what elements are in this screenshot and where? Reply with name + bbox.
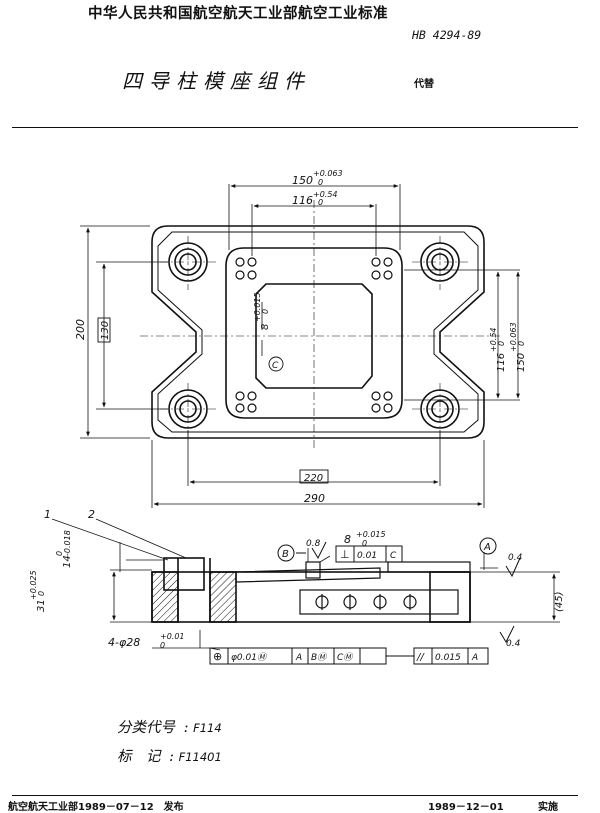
dim-116-right: 116 bbox=[496, 353, 507, 372]
section-view bbox=[51, 518, 560, 665]
dim-200: 200 bbox=[74, 319, 87, 340]
issue-date: 航空航天工业部1989－07－12 发布 bbox=[8, 802, 184, 813]
corner-screw-holes bbox=[235, 257, 393, 413]
header-rule bbox=[12, 127, 578, 128]
dim-14-tol: 0 bbox=[55, 551, 64, 556]
standard-number: HB 4294-89 bbox=[412, 28, 482, 42]
section-right-top bbox=[387, 561, 471, 573]
mark-row: 标 记 : F11401 bbox=[117, 749, 222, 765]
dim-220: 220 bbox=[304, 473, 323, 484]
footer-rule bbox=[12, 795, 578, 796]
roughness-symbol-04-top bbox=[505, 557, 521, 578]
part-label-2: 2 bbox=[88, 508, 95, 521]
parallel-symbol: // bbox=[416, 652, 425, 663]
dim-8-section-tol0: 0 bbox=[362, 539, 367, 548]
effective-date: 1989－12－01 bbox=[428, 802, 504, 813]
roughness-symbol-04-bottom bbox=[499, 625, 515, 644]
dim-150-right: 150 bbox=[516, 353, 527, 372]
replaces-label: 代替 bbox=[414, 79, 434, 90]
class-code-value: F114 bbox=[193, 721, 222, 735]
datum-a-label: A bbox=[483, 542, 491, 553]
dim-31-tol0: 0 bbox=[37, 591, 46, 596]
position-datum-c: CⓂ bbox=[337, 652, 354, 663]
parallel-datum: A bbox=[471, 653, 478, 663]
dim-8-section: 8 bbox=[344, 533, 351, 546]
guide-frame-inner bbox=[255, 283, 373, 389]
dimension-lines bbox=[80, 184, 520, 508]
dim-116-right-tol0: 0 bbox=[497, 341, 506, 346]
perp-datum: C bbox=[390, 551, 397, 561]
dim-box-220 bbox=[299, 469, 329, 484]
dim-45: (45) bbox=[554, 591, 565, 612]
bore-dim: 4-φ28 bbox=[108, 636, 140, 649]
dim-150-tol0: 0 bbox=[318, 178, 323, 187]
section-key bbox=[305, 561, 321, 579]
dim-31: 31 bbox=[36, 599, 47, 612]
dim-116: 116 bbox=[292, 194, 313, 207]
dim-8-tol: +0.015 bbox=[253, 292, 262, 322]
plan-view bbox=[80, 184, 520, 508]
bore-dim-tol: +0.01 bbox=[160, 632, 185, 641]
dim-116-right-tol: +0.54 bbox=[489, 327, 498, 352]
center-lines bbox=[140, 200, 500, 448]
roughness-symbol-08 bbox=[311, 541, 327, 560]
roughness-08: 0.8 bbox=[306, 539, 321, 549]
section-leaders bbox=[51, 518, 560, 651]
section-bushing bbox=[163, 557, 205, 591]
position-symbol: ⊕ bbox=[213, 650, 222, 663]
roughness-04-top: 0.4 bbox=[508, 553, 523, 563]
tolerance-frames bbox=[209, 545, 489, 665]
datum-c-label: C bbox=[272, 361, 279, 371]
dim-290: 290 bbox=[304, 492, 325, 505]
parallel-value: 0.015 bbox=[435, 653, 461, 663]
perp-value: 0.01 bbox=[357, 551, 377, 561]
datum-b-circle bbox=[277, 544, 295, 562]
die-base-outline bbox=[151, 225, 485, 439]
dim-box-130 bbox=[97, 317, 111, 343]
position-datum-a: A bbox=[295, 653, 302, 663]
dim-150-tol: +0.063 bbox=[313, 169, 343, 178]
standard-name: 四导柱模座组件 bbox=[122, 69, 311, 93]
section-hatch-right bbox=[209, 571, 237, 623]
mark-label: 标 记 bbox=[117, 749, 161, 765]
dim-14: 14 bbox=[62, 555, 73, 568]
section-hatch-left bbox=[151, 571, 179, 623]
position-datum-b: BⓂ bbox=[311, 652, 328, 663]
technical-drawing: 150 +0.063 0 116 +0.54 0 200 130 116 +0.… bbox=[29, 169, 565, 665]
dim-8-tol0: 0 bbox=[261, 309, 270, 314]
dim-130: 130 bbox=[100, 321, 111, 340]
roughness-04-bottom: 0.4 bbox=[506, 639, 521, 649]
dim-150: 150 bbox=[292, 174, 313, 187]
datum-b-label: B bbox=[282, 549, 289, 560]
dim-116-tol0: 0 bbox=[318, 198, 323, 207]
class-code-row: 分类代号 : F114 bbox=[117, 720, 222, 736]
dim-8: 8 bbox=[260, 324, 271, 330]
section-screws bbox=[315, 594, 417, 610]
datum-a-circle bbox=[479, 537, 497, 555]
dim-150-right-tol0: 0 bbox=[517, 341, 526, 346]
dim-116-tol: +0.54 bbox=[313, 190, 338, 199]
section-top-plate bbox=[235, 567, 381, 583]
die-base-inner-outline bbox=[157, 231, 479, 433]
mark-value: F11401 bbox=[178, 750, 222, 764]
dim-8-section-tol: +0.015 bbox=[356, 530, 386, 539]
dim-14-tol2: -0.018 bbox=[63, 530, 72, 556]
class-code-label: 分类代号 bbox=[117, 720, 175, 736]
implement-label: 实施 bbox=[538, 802, 558, 813]
section-guide-rail bbox=[299, 589, 459, 615]
dim-150-right-tol: +0.063 bbox=[509, 322, 518, 352]
position-value: φ0.01Ⓜ bbox=[231, 652, 268, 663]
bore-dim-tol0: 0 bbox=[160, 641, 165, 650]
standard-header-title: 中华人民共和国航空航天工业部航空工业标准 bbox=[88, 6, 388, 22]
part-label-1: 1 bbox=[44, 508, 51, 521]
guide-frame-outer bbox=[225, 247, 403, 419]
dim-31-tol: +0.025 bbox=[29, 570, 38, 600]
datum-c-circle bbox=[268, 356, 284, 372]
perp-symbol: ⊥ bbox=[340, 548, 350, 561]
